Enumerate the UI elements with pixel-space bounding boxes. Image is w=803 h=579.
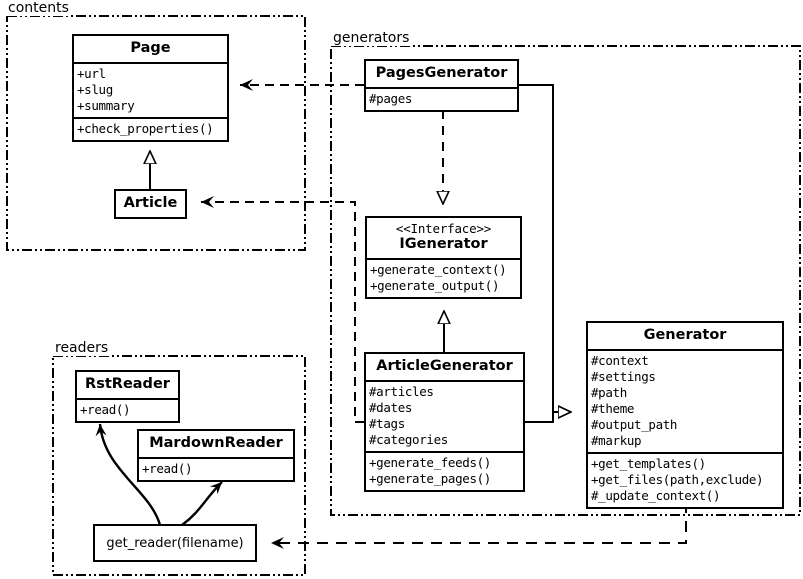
attribute-articles: #articles <box>369 383 434 399</box>
method-read-markdown: +read() <box>142 460 193 476</box>
class-stereotype-igenerator: <<Interface>> <box>395 221 492 236</box>
attribute-categories: #categories <box>369 431 448 447</box>
attribute-pages: #pages <box>369 90 413 106</box>
attribute-path: #path <box>591 384 627 400</box>
attribute-tags: #tags <box>369 415 405 431</box>
method-generate-context: +generate_context() <box>370 262 507 278</box>
method-get-files: +get_files(path,exclude) <box>591 471 764 487</box>
class-attributes-page: +url +slug +summary <box>74 61 227 117</box>
class-title-articlegenerator: ArticleGenerator <box>366 354 523 380</box>
class-title-igenerator: <<Interface>> IGenerator <box>367 218 520 259</box>
attribute-theme: #theme <box>591 400 635 416</box>
package-label-generators: generators <box>331 30 412 46</box>
attribute-settings: #settings <box>591 368 656 384</box>
attribute-slug: +slug <box>77 81 113 97</box>
class-title-article: Article <box>116 191 185 217</box>
edge-articlegenerator-depends-article <box>201 196 364 423</box>
method-get-templates: +get_templates() <box>591 455 706 471</box>
method-generate-feeds: +generate_feeds() <box>369 454 491 470</box>
class-methods-generator: +get_templates() +get_files(path,exclude… <box>588 451 782 507</box>
attribute-output-path: #output_path <box>591 416 678 432</box>
class-box-articlegenerator[interactable]: ArticleGenerator #articles #dates #tags … <box>364 352 525 492</box>
class-title-generator: Generator <box>588 323 782 349</box>
class-attributes-generator: #context #settings #path #theme #output_… <box>588 348 782 452</box>
class-attributes-pagesgenerator: #pages <box>366 86 517 110</box>
class-methods-articlegenerator: +generate_feeds() +generate_pages() <box>366 450 523 490</box>
method-update-context: #_update_context() <box>591 487 721 503</box>
package-label-contents: contents <box>6 0 71 16</box>
attribute-context: #context <box>591 352 649 368</box>
class-methods-igenerator: +generate_context() +generate_output() <box>367 258 520 298</box>
class-title-pagesgenerator: PagesGenerator <box>366 61 517 87</box>
function-node-label: get_reader(filename) <box>106 535 244 551</box>
class-title-rstreader: RstReader <box>77 372 178 398</box>
class-box-page[interactable]: Page +url +slug +summary +check_properti… <box>72 34 229 142</box>
class-methods-page: +check_properties() <box>74 116 227 140</box>
class-box-generator[interactable]: Generator #context #settings #path #them… <box>586 321 784 509</box>
attribute-markup: #markup <box>591 432 642 448</box>
attribute-dates: #dates <box>369 399 413 415</box>
method-check-properties: +check_properties() <box>77 120 214 136</box>
method-read-rst: +read() <box>80 401 131 417</box>
function-node-get-reader[interactable]: get_reader(filename) <box>93 524 257 562</box>
class-name-igenerator: IGenerator <box>399 236 488 253</box>
class-title-mardownreader: MardownReader <box>139 431 293 457</box>
class-methods-rstreader: +read() <box>77 397 178 421</box>
class-box-article[interactable]: Article <box>114 189 187 219</box>
class-box-rstreader[interactable]: RstReader +read() <box>75 370 180 423</box>
class-attributes-articlegenerator: #articles #dates #tags #categories <box>366 379 523 451</box>
edge-pagesgenerator-generalizes-generator <box>519 84 571 412</box>
attribute-url: +url <box>77 65 106 81</box>
method-generate-output: +generate_output() <box>370 278 500 294</box>
edge-getreader-to-mardownreader <box>181 481 223 526</box>
package-label-readers: readers <box>53 340 111 356</box>
class-title-page: Page <box>74 36 227 62</box>
method-generate-pages: +generate_pages() <box>369 470 491 486</box>
class-box-igenerator[interactable]: <<Interface>> IGenerator +generate_conte… <box>365 216 522 300</box>
edge-articlegenerator-generalizes-generator <box>525 412 571 423</box>
class-methods-mardownreader: +read() <box>139 456 293 480</box>
class-box-pagesgenerator[interactable]: PagesGenerator #pages <box>364 59 519 112</box>
class-box-mardownreader[interactable]: MardownReader +read() <box>137 429 295 482</box>
attribute-summary: +summary <box>77 97 135 113</box>
